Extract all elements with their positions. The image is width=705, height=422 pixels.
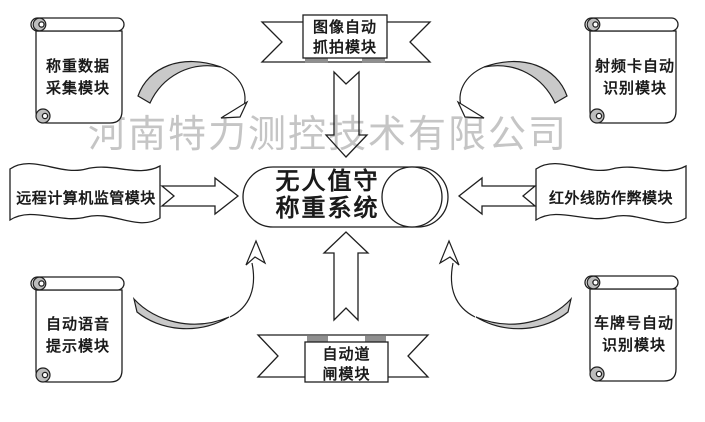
label-center-system: 无人值守 称重系统 [250, 169, 405, 223]
label-line: 识别模块 [602, 81, 667, 97]
label-line: 提示模块 [45, 339, 110, 355]
banner-shape-image-capture [260, 14, 432, 63]
curved-arrow-bottom-left [132, 239, 267, 330]
label-line: 抓拍模块 [312, 40, 377, 56]
label-line: 自动道 [322, 347, 371, 363]
label-line: 自动语音 [45, 317, 110, 333]
banner-shape-barrier-gate [256, 334, 430, 383]
label-rfid: 射频卡自动 识别模块 [589, 56, 681, 100]
label-plate-recognition: 车牌号自动 识别模块 [588, 313, 680, 357]
label-remote-computer: 远程计算机监管模块 [16, 191, 156, 207]
center-system-shape [242, 166, 449, 228]
label-line: 称重系统 [275, 196, 380, 222]
label-line: 无人值守 [275, 169, 380, 195]
label-infrared: 红外线防作弊模块 [548, 191, 673, 207]
left-arrow [457, 176, 537, 216]
curved-arrow-bottom-right [438, 239, 573, 330]
right-arrow [160, 176, 240, 216]
label-line: 闸模块 [322, 367, 371, 383]
curved-arrow-top-right [456, 60, 568, 119]
label-line: 识别模块 [601, 338, 666, 354]
label-voice-prompt: 自动语音 提示模块 [36, 314, 120, 358]
label-line: 称重数据 [45, 59, 110, 75]
label-line: 采集模块 [45, 81, 110, 97]
label-image-capture: 图像自动 抓拍模块 [303, 18, 387, 58]
label-weighing-data: 称重数据 采集模块 [36, 56, 120, 100]
label-barrier-gate: 自动道 闸模块 [305, 345, 388, 385]
label-line: 车牌号自动 [593, 316, 674, 332]
label-line: 射频卡自动 [594, 59, 675, 75]
label-line: 图像自动 [312, 20, 377, 36]
down-arrow [324, 70, 369, 158]
curved-arrow-top-left [137, 60, 249, 119]
up-arrow [322, 231, 370, 322]
